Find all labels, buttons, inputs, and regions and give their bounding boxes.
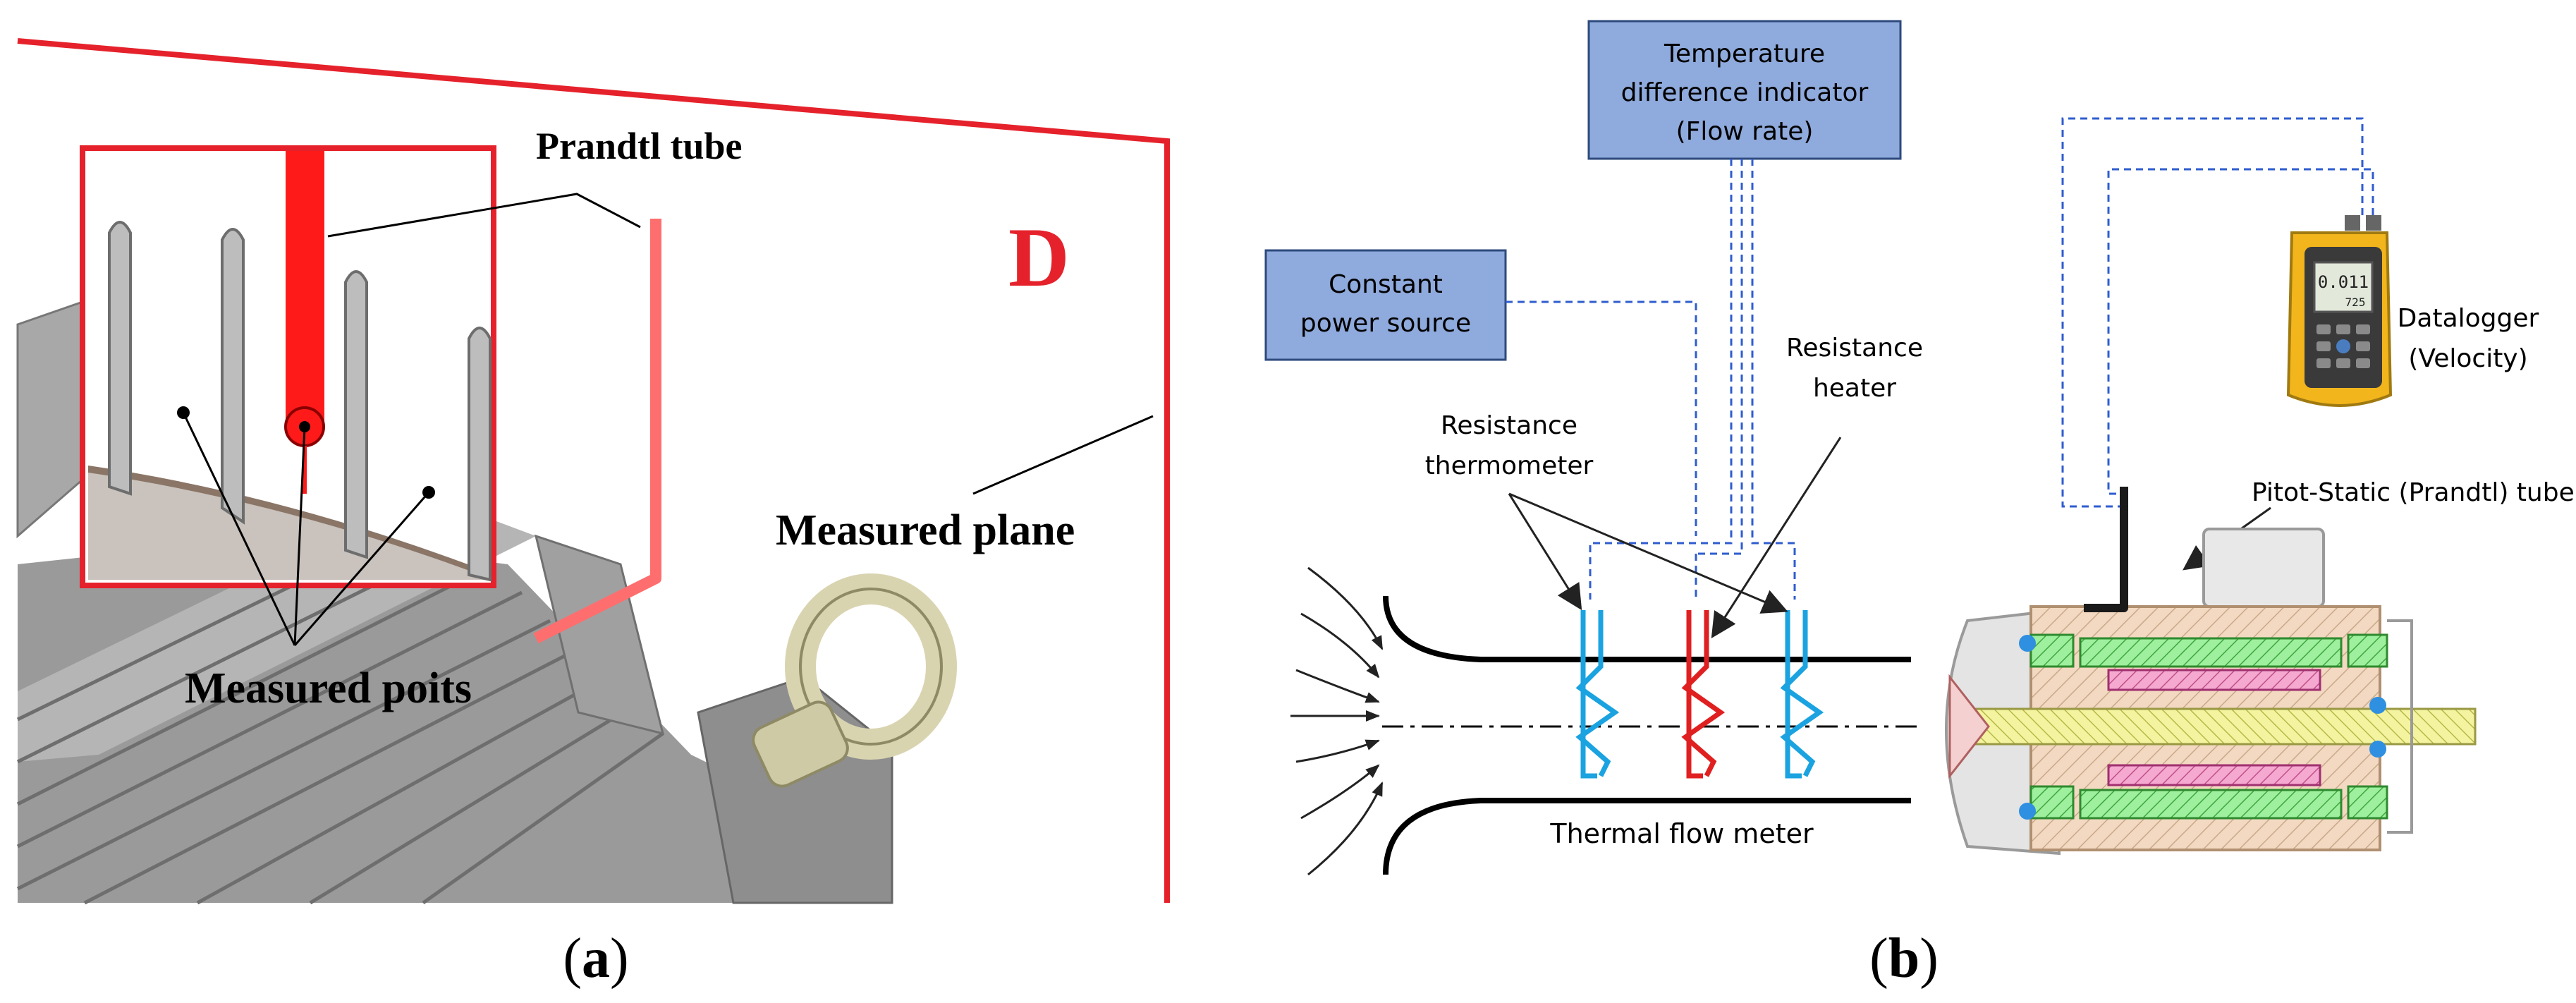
label-datalogger: Datalogger (2398, 304, 2539, 333)
datalogger-device: 0.011 725 (2286, 215, 2393, 407)
motor-cross-section (1945, 528, 2477, 856)
resistance-thermometer-1 (1575, 610, 1620, 779)
label-d: D (1008, 210, 1070, 304)
constant-power-source-box (1264, 249, 1507, 361)
label-resistance-heater-2: heater (1813, 374, 1896, 403)
temperature-indicator-box (1587, 20, 1902, 160)
meter-reading-primary: 0.011 (2318, 272, 2369, 292)
lifting-eyebolt (752, 573, 957, 788)
power-source-line2: power source (1300, 309, 1471, 338)
power-source-line1: Constant (1329, 270, 1443, 299)
thermal-flow-meter (1290, 437, 2271, 876)
meter-reading-secondary: 725 (2345, 296, 2366, 309)
panel-a: Prandtl tube D Measured plane Measured p… (16, 38, 1170, 990)
temperature-indicator-line2: difference indicator (1621, 78, 1869, 107)
prandtl-tube-3d (533, 219, 661, 644)
resistance-heater (1681, 610, 1726, 779)
cooling-fins (108, 221, 492, 582)
caption-a: (a) (563, 928, 628, 990)
label-measured-plane: Measured plane (776, 506, 1075, 554)
label-thermal-flow-meter: Thermal flow meter (1549, 818, 1814, 849)
label-prandtl-tube: Prandtl tube (536, 125, 743, 167)
caption-b: (b) (1869, 928, 1939, 990)
inset-zoom-box (80, 145, 496, 588)
signal-wires (1506, 117, 2374, 600)
leader-lines-a (182, 193, 1154, 646)
temperature-indicator-line1: Temperature (1664, 39, 1825, 68)
measured-plane-outline (17, 38, 1170, 903)
resistance-thermometer-2 (1780, 610, 1824, 779)
pitot-static-tube (2084, 487, 2128, 612)
temperature-indicator-line3: (Flow rate) (1676, 117, 1814, 146)
label-measured-points: Measured poits (185, 664, 472, 712)
prandtl-tube-inset (286, 151, 324, 426)
label-velocity: (Velocity) (2408, 344, 2527, 373)
label-pitot-static-tube: Pitot-Static (Prandtl) tube (2252, 478, 2575, 507)
inflow-arrows (1290, 566, 1384, 876)
label-resistance-thermometer-2: thermometer (1425, 451, 1594, 480)
panel-b: Temperature difference indicator (Flow r… (1264, 20, 2575, 990)
label-resistance-thermometer-1: Resistance (1441, 411, 1577, 440)
label-resistance-heater-1: Resistance (1786, 334, 1923, 363)
